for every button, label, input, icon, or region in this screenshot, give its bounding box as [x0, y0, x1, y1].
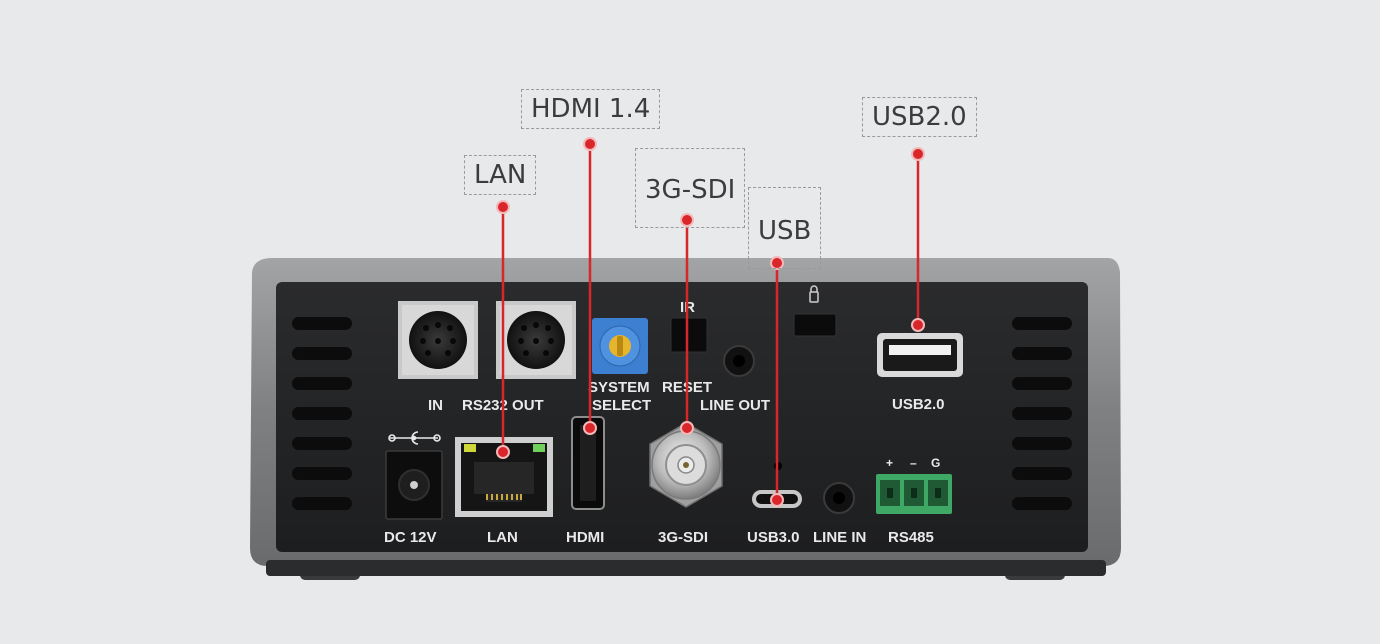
rs485-terminal-block — [876, 474, 952, 514]
vent-left — [292, 317, 352, 510]
usb2-port — [877, 333, 963, 377]
vent-right — [1012, 317, 1072, 510]
system-label: SYSTEM — [588, 379, 650, 396]
line-in-label: LINE IN — [813, 529, 866, 546]
dc-label: DC 12V — [384, 529, 437, 546]
leader-dot-lan-top — [496, 200, 510, 214]
rs232-in-label: IN — [428, 397, 443, 414]
device-base — [266, 560, 1106, 576]
callout-sdi: 3G-SDI — [635, 148, 746, 228]
leader-dot-usb-top — [770, 256, 784, 270]
line-out-label: LINE OUT — [700, 397, 770, 414]
system-select-rotary-switch — [592, 318, 648, 374]
ir-sensor-window — [670, 317, 708, 353]
leader-dot-usb-end — [770, 493, 784, 507]
rs485-minus-label: – — [910, 456, 917, 470]
lan-panel-label: LAN — [487, 529, 518, 546]
hdmi-port — [571, 416, 605, 510]
rs485-label: RS485 — [888, 529, 934, 546]
callout-lan: LAN — [464, 155, 537, 195]
dc-polarity-icon — [388, 431, 441, 445]
leader-dot-hdmi-top — [583, 137, 597, 151]
leader-dot-sdi-top — [680, 213, 694, 227]
sdi-bnc-connector — [649, 422, 723, 508]
rs232-in-port — [398, 301, 478, 379]
leader-dot-usb2-end — [911, 318, 925, 332]
rs485-plus-label: + — [886, 456, 893, 470]
rs232-out-port — [496, 301, 576, 379]
dc-power-jack — [385, 450, 443, 520]
usb3-label: USB3.0 — [747, 529, 800, 546]
callout-hdmi: HDMI 1.4 — [521, 89, 661, 129]
security-lock-slot — [793, 285, 837, 337]
leader-dot-usb2-top — [911, 147, 925, 161]
callout-usb: USB — [748, 187, 822, 269]
leader-dot-lan-end — [496, 445, 510, 459]
line-in-jack — [823, 482, 855, 514]
leader-lines — [501, 144, 920, 500]
leader-dot-hdmi-end — [583, 421, 597, 435]
rs485-g-label: G — [931, 456, 940, 470]
callout-usb2: USB2.0 — [862, 97, 977, 137]
sdi-panel-label: 3G-SDI — [658, 529, 708, 546]
leader-dots — [496, 137, 925, 507]
hdmi-panel-label: HDMI — [566, 529, 604, 546]
line-out-jack — [723, 345, 755, 377]
leader-dot-sdi-end — [680, 421, 694, 435]
lock-icon — [809, 291, 819, 303]
usb2-panel-label: USB2.0 — [892, 396, 945, 413]
